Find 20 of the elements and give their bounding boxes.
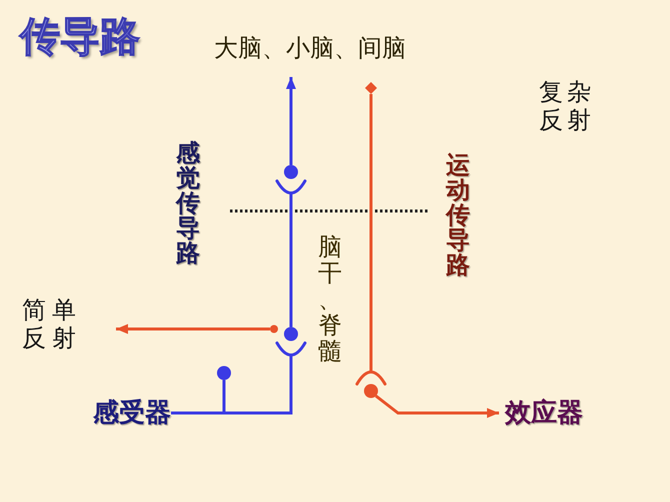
title: 传导路: [20, 14, 140, 60]
synapse-line: [356, 94, 386, 386]
dot-icon: [364, 384, 378, 398]
brain-regions-label: 大脑、小脑、间脑: [214, 33, 406, 63]
pathway-label: 运动传导路: [446, 153, 470, 278]
pathway-label: 感觉传导路: [176, 141, 200, 266]
synapse-line: [222, 342, 306, 414]
dot-icon: [284, 165, 298, 179]
synapse-line: [276, 180, 306, 327]
dot-icon: [270, 325, 278, 333]
diamond-icon: [365, 82, 377, 94]
arrow: [374, 394, 499, 418]
receptor-label: 感受器: [93, 399, 171, 427]
dot-icon: [217, 366, 231, 380]
reflex-label: 复杂反射: [539, 78, 595, 134]
spinal-cord-label: 脑干、脊髓: [318, 234, 342, 364]
effector-label: 效应器: [505, 399, 583, 427]
reflex-label: 简单反射: [22, 296, 82, 352]
arrow: [116, 324, 270, 334]
dot-icon: [284, 327, 298, 341]
